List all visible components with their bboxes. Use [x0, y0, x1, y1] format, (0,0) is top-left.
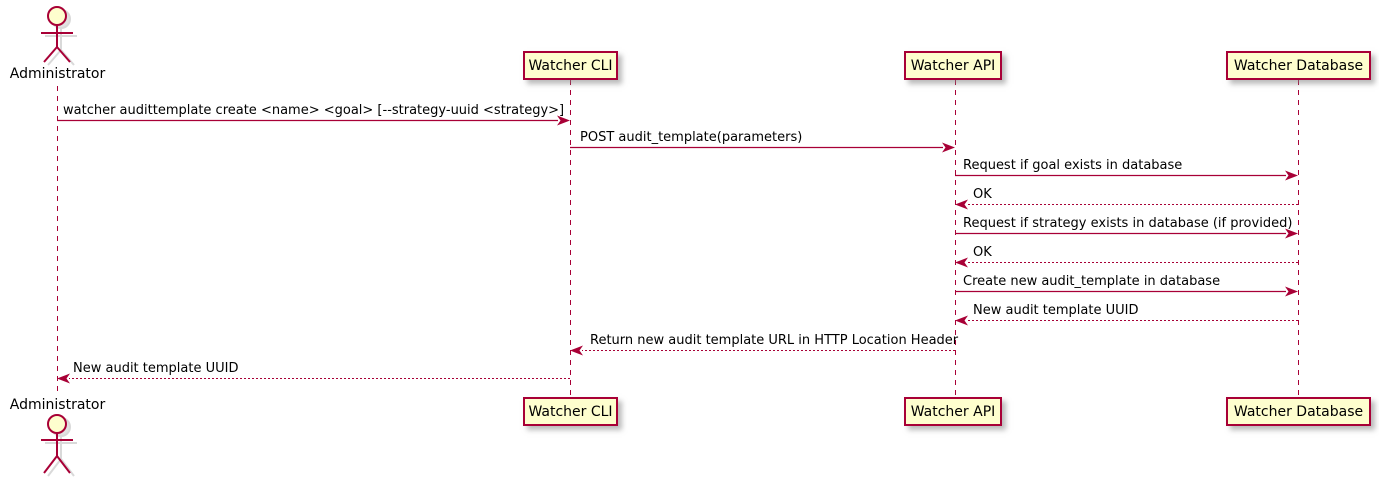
message-arrow-4: [955, 199, 1298, 210]
message-label-4: OK: [973, 187, 992, 202]
message-arrow-9: [570, 345, 955, 356]
message-arrow-7: [955, 286, 1298, 297]
message-arrow-5: [955, 228, 1298, 239]
actor-icon-bottom: [41, 414, 77, 477]
message-arrow-8: [955, 315, 1298, 326]
actor-label-administrator-top: Administrator: [9, 66, 106, 82]
message-arrow-3: [955, 170, 1298, 181]
participant-box-watcher-api-bottom: Watcher API: [904, 397, 1002, 426]
participant-box-watcher-cli-top: Watcher CLI: [523, 51, 618, 80]
participant-box-watcher-cli-bottom: Watcher CLI: [523, 397, 618, 426]
message-label-5: Request if strategy exists in database (…: [963, 216, 1293, 231]
message-label-6: OK: [973, 245, 992, 260]
message-label-7: Create new audit_template in database: [963, 274, 1221, 289]
message-label-10: New audit template UUID: [73, 361, 239, 376]
message-label-3: Request if goal exists in database: [963, 158, 1183, 173]
actor-label-administrator-bottom: Administrator: [9, 397, 106, 413]
participant-box-watcher-database-top: Watcher Database: [1226, 51, 1371, 80]
participant-box-watcher-api-top: Watcher API: [904, 51, 1002, 80]
message-arrow-10: [57, 373, 570, 384]
message-label-9: Return new audit template URL in HTTP Lo…: [590, 333, 959, 348]
message-label-8: New audit template UUID: [973, 303, 1139, 318]
message-arrow-2: [570, 142, 955, 153]
message-label-2: POST audit_template(parameters): [580, 130, 803, 145]
participant-box-watcher-database-bottom: Watcher Database: [1226, 397, 1371, 426]
message-arrow-6: [955, 257, 1298, 268]
actor-icon-top: [41, 6, 77, 66]
message-label-1: watcher audittemplate create <name> <goa…: [63, 103, 565, 118]
message-arrow-1: [57, 115, 570, 126]
